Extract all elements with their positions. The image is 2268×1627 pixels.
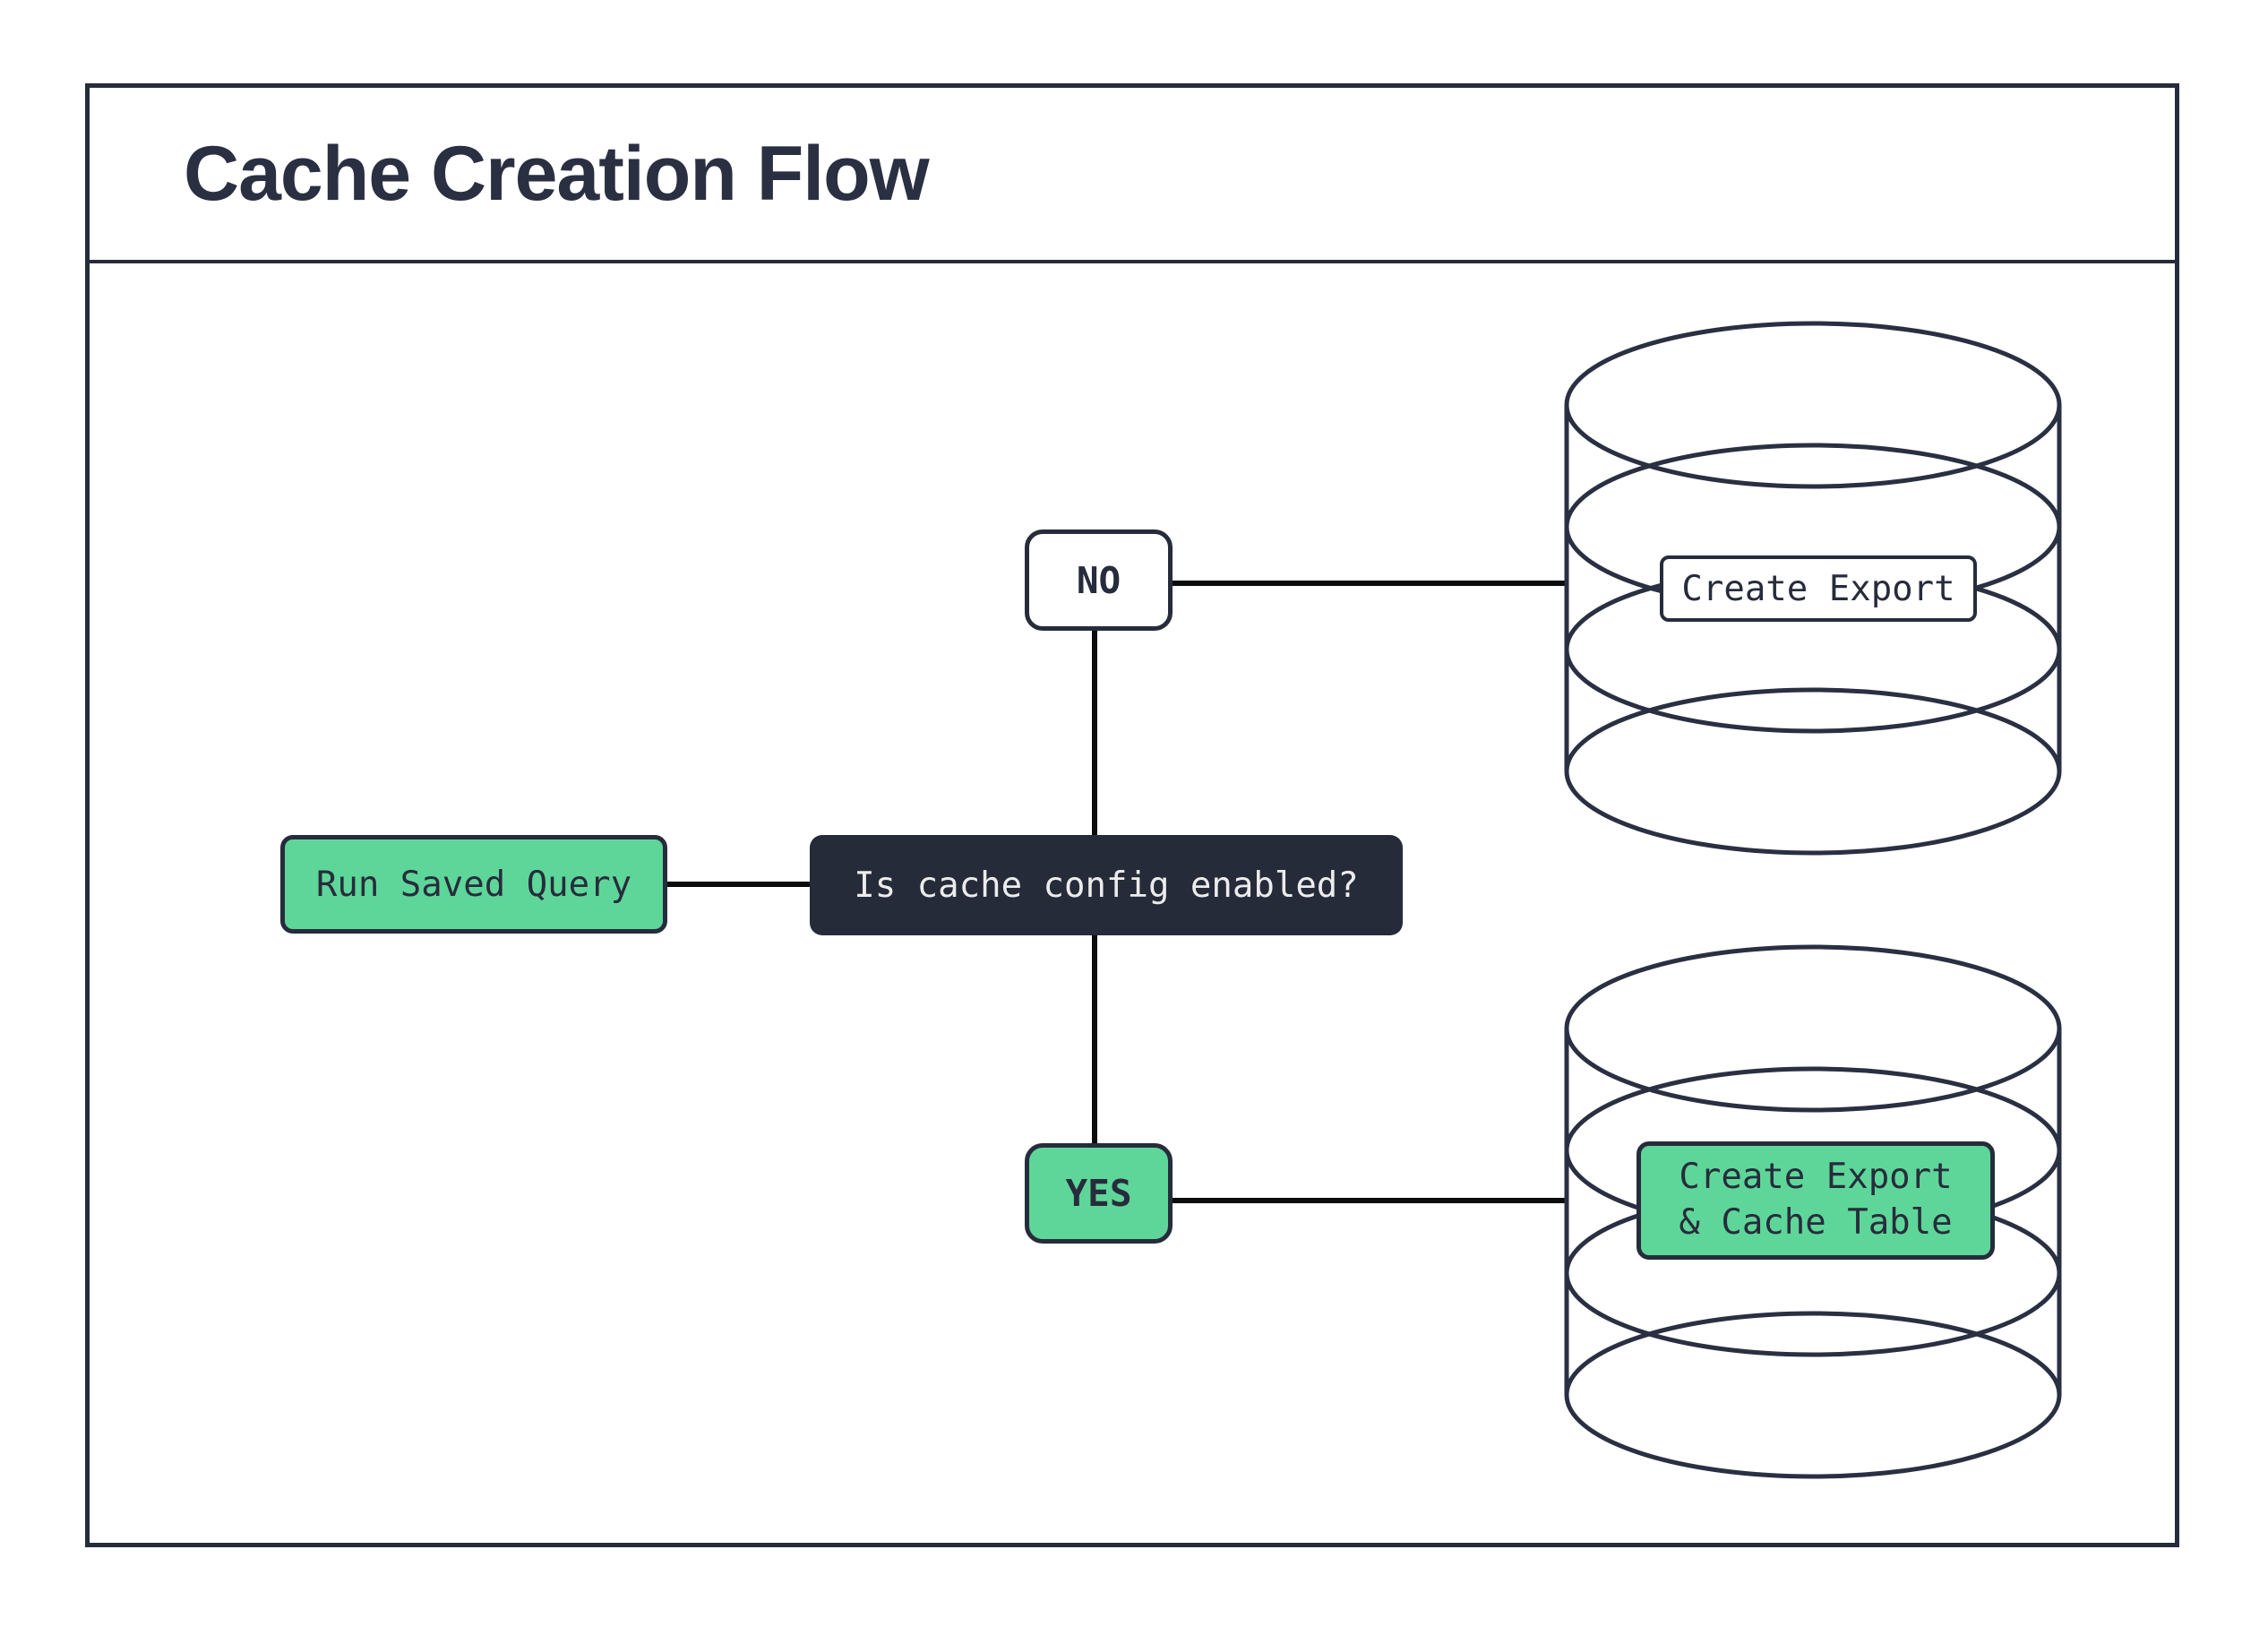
page-title: Cache Creation Flow (184, 130, 930, 217)
label-create-export-cache-table-line1: Create Export (1679, 1157, 1953, 1198)
node-run-saved-query: Run Saved Query (280, 835, 667, 934)
label-create-export-cache-table-line2: & Cache Table (1679, 1202, 1953, 1243)
branch-no: NO (1025, 529, 1173, 631)
diagram-frame: Cache Creation Flow (85, 83, 2179, 1547)
node-decision-cache-config: Is cache config enabled? (810, 835, 1403, 935)
database-icon (1564, 944, 2062, 1479)
diagram-header: Cache Creation Flow (90, 88, 2175, 263)
database-icon (1564, 321, 2062, 856)
branch-yes: YES (1025, 1143, 1173, 1244)
label-create-export-cache-table: Create Export & Cache Table (1637, 1141, 1995, 1260)
label-create-export: Create Export (1660, 555, 1977, 622)
